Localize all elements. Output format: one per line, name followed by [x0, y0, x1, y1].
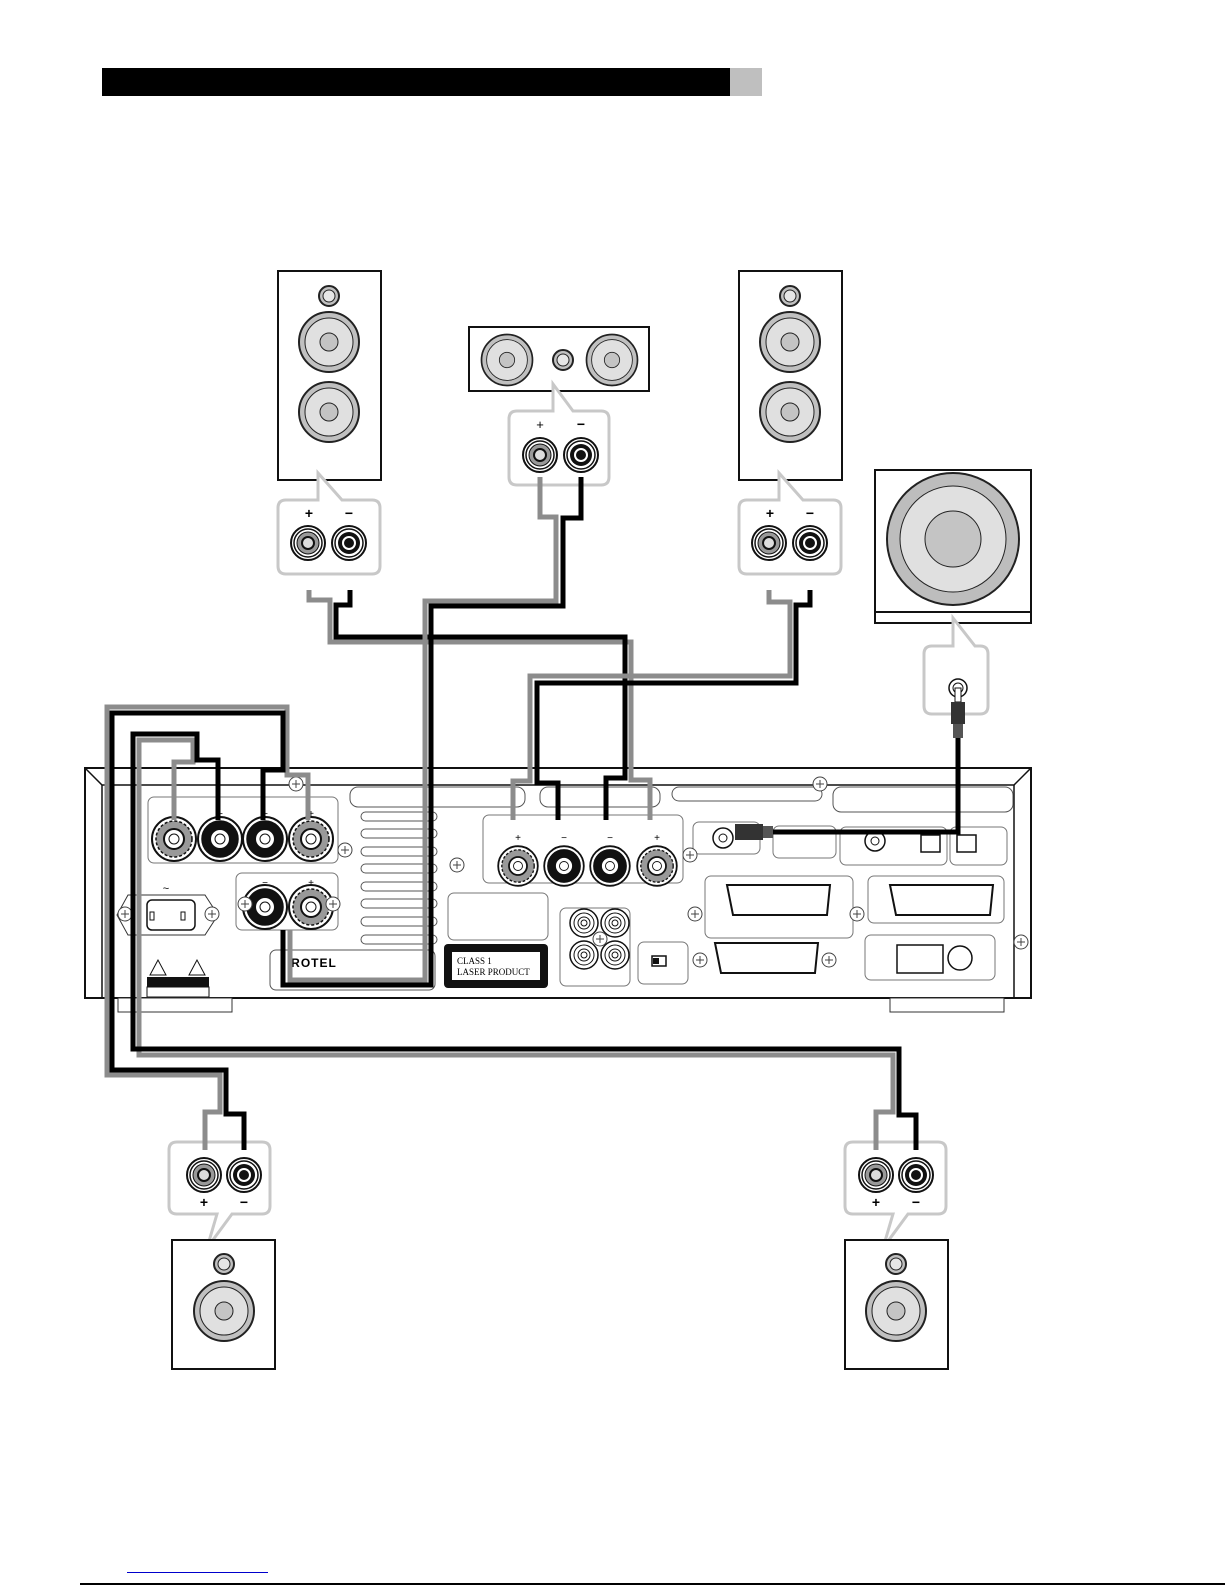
rca-jack-icon	[601, 909, 629, 937]
front-left-speaker: + −	[278, 271, 381, 574]
front-right-speaker: + −	[739, 271, 842, 574]
brand-logo: ROTEL	[291, 956, 337, 970]
positive-terminal	[291, 526, 325, 560]
negative-terminal	[227, 1158, 261, 1192]
plus-label: +	[200, 1194, 208, 1210]
negative-terminal	[899, 1158, 933, 1192]
rca-jack-icon	[570, 909, 598, 937]
terminal-callout	[739, 473, 841, 574]
optical-jack-icon	[921, 835, 940, 852]
minus-label: −	[912, 1194, 920, 1210]
rca-jack-icon	[601, 941, 629, 969]
amp-negative-terminal	[198, 817, 242, 861]
terminal-label: +	[515, 833, 521, 844]
terminal-callout	[845, 1142, 946, 1248]
positive-terminal	[859, 1158, 893, 1192]
tweeter-icon	[553, 350, 573, 370]
tweeter-icon	[214, 1254, 234, 1274]
minus-label: −	[577, 416, 585, 432]
minus-label: −	[345, 505, 353, 521]
surround-right-speaker: + −	[845, 1142, 948, 1369]
speaker-clip-terminal-icon	[897, 945, 943, 973]
amp-positive-terminal	[289, 817, 333, 861]
plus-label: +	[872, 1194, 880, 1210]
positive-terminal	[187, 1158, 221, 1192]
surround-left-speaker: + −	[169, 1142, 275, 1369]
footer-link-underline[interactable]	[127, 1572, 268, 1573]
scart-connector-icon	[890, 885, 993, 915]
negative-terminal	[564, 438, 598, 472]
positive-terminal	[523, 438, 557, 472]
woofer-icon	[482, 335, 533, 386]
woofer-icon	[299, 382, 359, 442]
woofer-icon	[299, 312, 359, 372]
plus-label: +	[766, 505, 774, 521]
terminal-label: +	[654, 833, 660, 844]
amp-positive-terminal	[637, 846, 677, 886]
amp-negative-terminal	[544, 846, 584, 886]
tweeter-icon	[886, 1254, 906, 1274]
woofer-icon	[760, 382, 820, 442]
woofer-icon	[866, 1281, 926, 1341]
optical-jack-icon	[957, 835, 976, 852]
coax-plug-icon	[735, 824, 763, 840]
amp-positive-terminal	[498, 846, 538, 886]
terminal-label: −	[561, 833, 567, 844]
plus-label: +	[305, 505, 313, 521]
antenna-jack-icon	[948, 946, 972, 970]
positive-terminal	[752, 526, 786, 560]
amp-negative-terminal	[590, 846, 630, 886]
terminal-callout	[509, 384, 609, 485]
scart-connector-icon	[715, 943, 818, 973]
terminal-label: −	[607, 833, 613, 844]
woofer-icon	[760, 312, 820, 372]
amp-positive-terminal	[152, 817, 196, 861]
minus-label: −	[240, 1194, 248, 1210]
woofer-icon	[587, 335, 638, 386]
center-speaker: + −	[469, 327, 649, 485]
negative-terminal	[793, 526, 827, 560]
laser-label-line2: LASER PRODUCT	[457, 967, 530, 977]
minus-label: −	[806, 505, 814, 521]
rca-jack-icon	[570, 941, 598, 969]
ac-symbol: ~	[163, 883, 169, 895]
negative-terminal	[332, 526, 366, 560]
laser-label-line1: CLASS 1	[457, 956, 492, 966]
terminal-callout	[278, 473, 380, 574]
plus-label: +	[536, 417, 544, 432]
amp-negative-terminal	[243, 817, 287, 861]
terminal-callout	[169, 1142, 270, 1248]
scart-connector-icon	[727, 885, 830, 915]
woofer-icon	[194, 1281, 254, 1341]
tweeter-icon	[780, 286, 800, 306]
tweeter-icon	[319, 286, 339, 306]
subwoofer	[875, 470, 1031, 738]
rca-plug-icon	[951, 702, 965, 724]
